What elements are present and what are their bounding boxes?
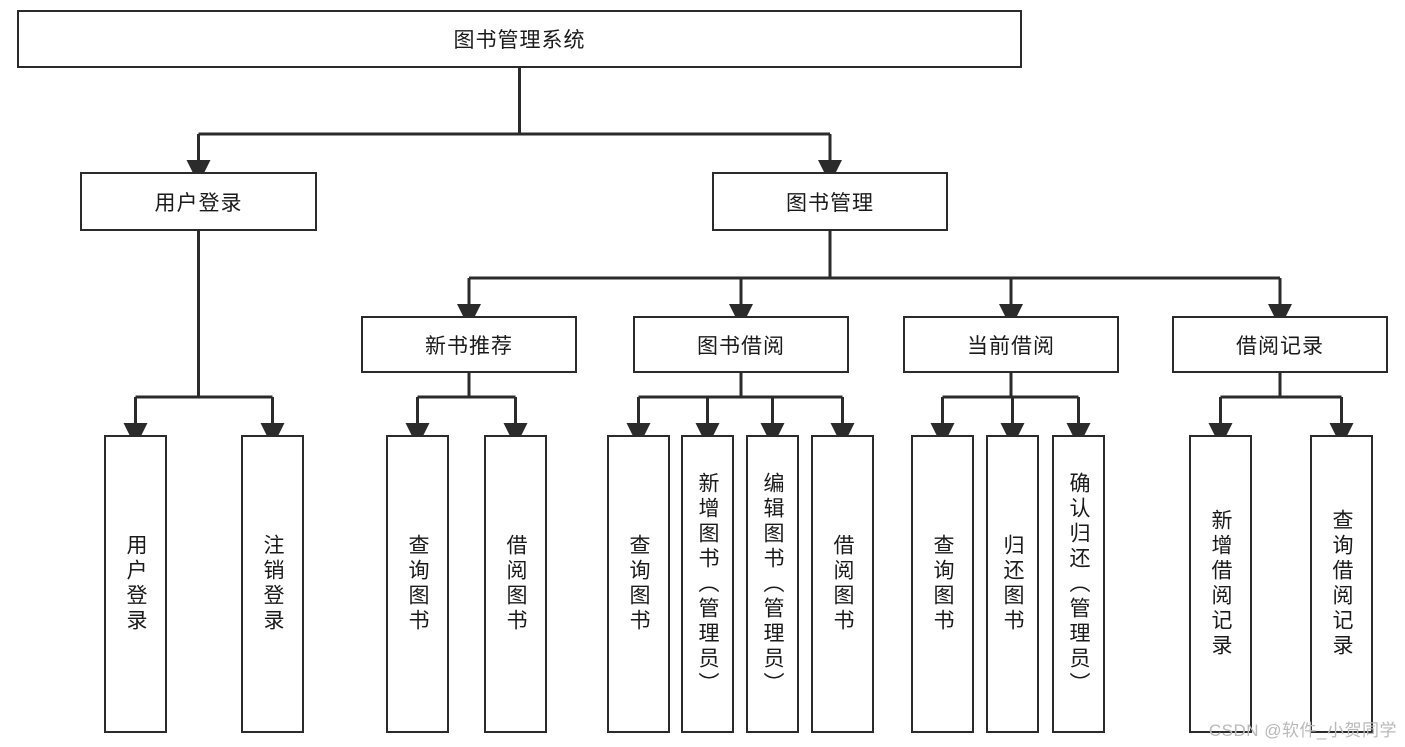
node-records[interactable]: 借阅记录 bbox=[1172, 316, 1388, 373]
node-l11[interactable]: 确认归还（管理员） bbox=[1052, 435, 1105, 733]
node-label: 新书推荐 bbox=[425, 334, 513, 358]
node-l1[interactable]: 用户登录 bbox=[104, 435, 167, 733]
node-label: 查询图书 bbox=[627, 534, 650, 634]
node-label: 图书借阅 bbox=[697, 334, 785, 358]
node-label: 新增图书（管理员） bbox=[696, 471, 719, 697]
node-l5[interactable]: 查询图书 bbox=[607, 435, 670, 733]
node-newbook[interactable]: 新书推荐 bbox=[361, 316, 577, 373]
node-label: 查询图书 bbox=[406, 534, 429, 634]
node-l10[interactable]: 归还图书 bbox=[986, 435, 1039, 733]
node-root[interactable]: 图书管理系统 bbox=[17, 10, 1022, 68]
node-label: 图书管理 bbox=[786, 191, 874, 215]
node-label: 当前借阅 bbox=[967, 334, 1055, 358]
node-label: 借阅记录 bbox=[1236, 334, 1324, 358]
node-label: 用户登录 bbox=[154, 191, 243, 215]
node-label: 用户登录 bbox=[124, 534, 147, 634]
node-login[interactable]: 用户登录 bbox=[80, 172, 317, 231]
node-label: 确认归还（管理员） bbox=[1067, 471, 1090, 697]
watermark: CSDN @软件_小贺同学 bbox=[1208, 721, 1397, 740]
node-bookmgr[interactable]: 图书管理 bbox=[712, 172, 948, 231]
node-l12[interactable]: 新增借阅记录 bbox=[1189, 435, 1252, 733]
node-label: 编辑图书（管理员） bbox=[761, 471, 784, 697]
node-label: 查询图书 bbox=[931, 534, 954, 634]
node-label: 归还图书 bbox=[1001, 534, 1024, 634]
node-label: 图书管理系统 bbox=[453, 29, 586, 52]
node-l3[interactable]: 查询图书 bbox=[386, 435, 449, 733]
node-label: 借阅图书 bbox=[504, 534, 527, 634]
node-l7[interactable]: 编辑图书（管理员） bbox=[746, 435, 799, 733]
node-label: 注销登录 bbox=[261, 534, 284, 634]
node-l6[interactable]: 新增图书（管理员） bbox=[681, 435, 734, 733]
node-label: 查询借阅记录 bbox=[1330, 509, 1353, 659]
node-l4[interactable]: 借阅图书 bbox=[484, 435, 547, 733]
node-label: 新增借阅记录 bbox=[1209, 509, 1232, 659]
node-label: 借阅图书 bbox=[831, 534, 854, 634]
node-current[interactable]: 当前借阅 bbox=[903, 316, 1119, 373]
node-l9[interactable]: 查询图书 bbox=[911, 435, 974, 733]
node-l2[interactable]: 注销登录 bbox=[241, 435, 304, 733]
node-l8[interactable]: 借阅图书 bbox=[811, 435, 874, 733]
node-borrow[interactable]: 图书借阅 bbox=[633, 316, 849, 373]
node-l13[interactable]: 查询借阅记录 bbox=[1310, 435, 1373, 733]
